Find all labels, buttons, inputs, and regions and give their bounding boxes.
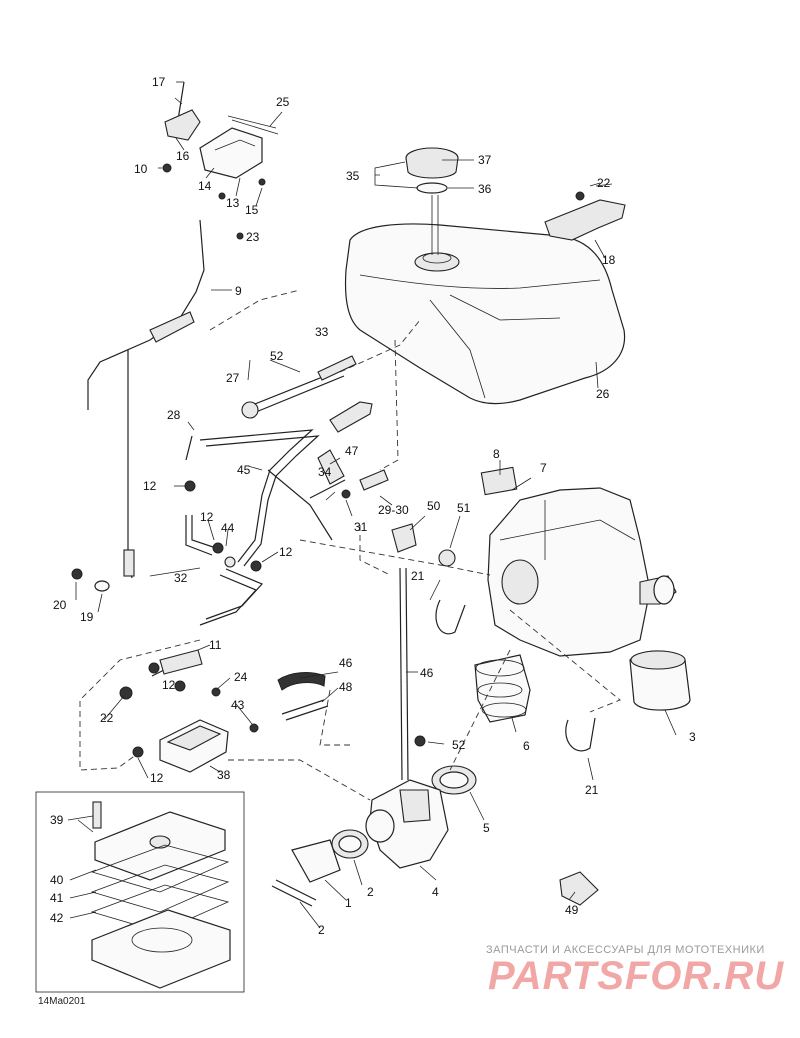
callout: 23: [246, 230, 260, 244]
callout: 47: [345, 444, 359, 458]
callout: 8: [493, 447, 500, 461]
callout: 6: [523, 739, 530, 753]
callout: 49: [565, 903, 579, 917]
throttle-cable: [87, 219, 205, 579]
callout-labels: 17 25 16 10 14 13 15 23 9 35 37 36 22 18…: [50, 75, 696, 937]
callout: 48: [339, 680, 353, 694]
fuel-pump: [119, 649, 329, 773]
air-silencer: [480, 466, 677, 657]
callout: 2: [367, 885, 374, 899]
callout: 22: [597, 176, 611, 190]
callout: 26: [596, 387, 610, 401]
watermark-brand: PARTSFOR.RU: [488, 954, 785, 998]
callout: 42: [50, 911, 64, 925]
callout: 32: [174, 571, 188, 585]
fuel-lines: [184, 355, 389, 626]
callout: 15: [245, 203, 259, 217]
callout: 20: [53, 598, 67, 612]
callout: 11: [209, 638, 222, 652]
intake-boot: [431, 654, 531, 795]
carb-spacer: [271, 829, 369, 907]
callout: 45: [237, 463, 251, 477]
callout: 52: [452, 738, 466, 752]
callout: 18: [602, 253, 616, 267]
tank-bracket: [544, 191, 626, 241]
callout: 27: [226, 371, 240, 385]
callout: 3: [689, 730, 696, 744]
callout: 39: [50, 813, 64, 827]
drawing-code: 14Ma0201: [38, 996, 86, 1007]
callout: 44: [221, 521, 235, 535]
callout: 33: [315, 325, 329, 339]
callout: 14: [198, 179, 212, 193]
callout: 50: [427, 499, 441, 513]
callout: 10: [134, 162, 148, 176]
callout: 4: [432, 885, 439, 899]
callout: 35: [346, 169, 360, 183]
callout: 36: [478, 182, 492, 196]
callout: 46: [339, 656, 353, 670]
callout: 21: [411, 569, 425, 583]
throttle-housing: [162, 81, 279, 186]
callout: 5: [483, 821, 490, 835]
callout: 12: [143, 479, 157, 493]
fuel-tank: [344, 223, 626, 405]
callout: 28: [167, 408, 181, 422]
callout: 17: [152, 75, 166, 89]
callout: 38: [217, 768, 231, 782]
callout: 16: [176, 149, 190, 163]
callout: 21: [585, 783, 599, 797]
carburetor: [365, 523, 456, 869]
callout: 31: [354, 520, 368, 534]
callout: 12: [279, 545, 293, 559]
air-filter: [629, 650, 691, 711]
callout: 13: [226, 196, 240, 210]
small-parts: [71, 192, 599, 906]
callout: 24: [234, 670, 248, 684]
callout: 7: [540, 461, 547, 475]
callout: 52: [270, 349, 284, 363]
callout: 37: [478, 153, 492, 167]
callout: 43: [231, 698, 245, 712]
assembly-lines: [79, 289, 621, 801]
callout: 2: [318, 923, 325, 937]
callout: 51: [457, 501, 471, 515]
callout: 40: [50, 873, 64, 887]
fuel-cap: [405, 147, 459, 255]
callout: 41: [50, 891, 64, 905]
watermark-tagline: ЗАПЧАСТИ И АКСЕССУАРЫ ДЛЯ МОТОТЕХНИКИ: [486, 944, 765, 956]
callout: 1: [345, 896, 352, 910]
callout: 12: [162, 678, 176, 692]
callout: 9: [235, 284, 242, 298]
callout: 22: [100, 711, 114, 725]
callout: 19: [80, 610, 94, 624]
callout: 12: [200, 510, 214, 524]
callout: 25: [276, 95, 290, 109]
pump-inset: [35, 791, 245, 993]
clamps: [435, 599, 596, 752]
callout: 29-30: [378, 503, 409, 517]
callout: 12: [150, 771, 164, 785]
callout: 34: [318, 465, 332, 479]
callout: 46: [420, 666, 434, 680]
leader-lines: [67, 81, 677, 929]
